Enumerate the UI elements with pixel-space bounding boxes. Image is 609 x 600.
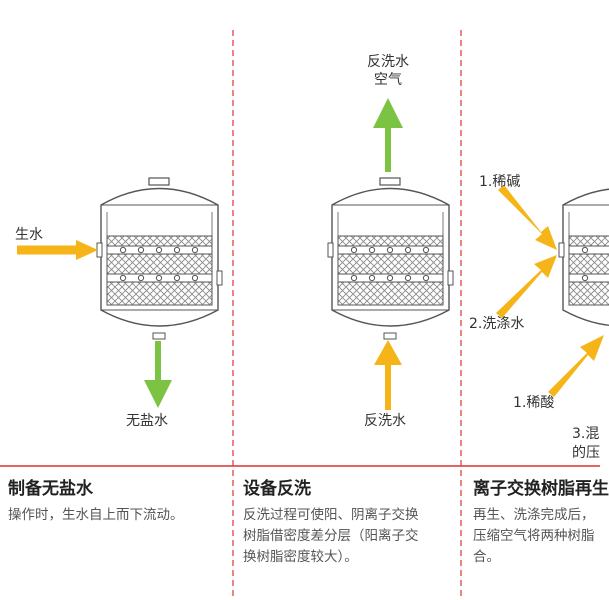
desc-line: 反洗过程可使阳、阴离子交换 <box>243 507 419 523</box>
arrow-icon <box>17 240 98 260</box>
arrow-icon <box>374 340 402 410</box>
label-raw-water: 生水 <box>15 227 43 243</box>
label-backwash-water-bottom: 反洗水 <box>364 413 406 429</box>
tank-icon <box>558 188 609 326</box>
desc-line: 合。 <box>473 549 500 565</box>
tank-icon <box>96 177 223 340</box>
arrow-icon <box>144 341 172 408</box>
desc-line: 树脂借密度差分层（阳离子交 <box>243 528 419 544</box>
arrow-icon <box>373 98 403 172</box>
panel-title-backwash: 设备反洗 <box>243 479 311 499</box>
label-backwash-water-top: 反洗水 <box>367 54 409 70</box>
desc-line: 再生、洗涤完成后， <box>473 507 595 523</box>
tank-icon <box>327 177 454 340</box>
label-desalted-water: 无盐水 <box>126 413 168 429</box>
panel-title-regeneration: 离子交换树脂再生 <box>473 479 609 499</box>
desc-line: 换树脂密度较大）。 <box>243 549 358 565</box>
label-air: 空气 <box>374 72 402 88</box>
label-wash-water: 2.洗涤水 <box>469 316 525 332</box>
arrow-icon <box>496 255 557 318</box>
label-dilute-acid: 1.稀酸 <box>513 395 555 411</box>
panel-desc-regeneration: 再生、洗涤完成后， 压缩空气将两种树脂 合。 <box>473 505 600 568</box>
label-mix-line2: 的压 <box>572 445 600 461</box>
panel-desc-backwash: 反洗过程可使阳、阴离子交换 树脂借密度差分层（阳离子交 换树脂密度较大）。 <box>243 505 458 568</box>
desc-line: 压缩空气将两种树脂 <box>473 528 595 544</box>
label-mix-line1: 3.混 <box>572 426 600 442</box>
desc-line: 操作时，生水自上而下流动。 <box>8 507 184 523</box>
panel-desc-desalination: 操作时，生水自上而下流动。 <box>8 505 230 526</box>
panel-title-desalination: 制备无盐水 <box>8 479 93 499</box>
label-dilute-alkali: 1.稀碱 <box>479 174 521 190</box>
arrow-icon <box>548 335 604 397</box>
arrow-icon <box>498 185 557 250</box>
